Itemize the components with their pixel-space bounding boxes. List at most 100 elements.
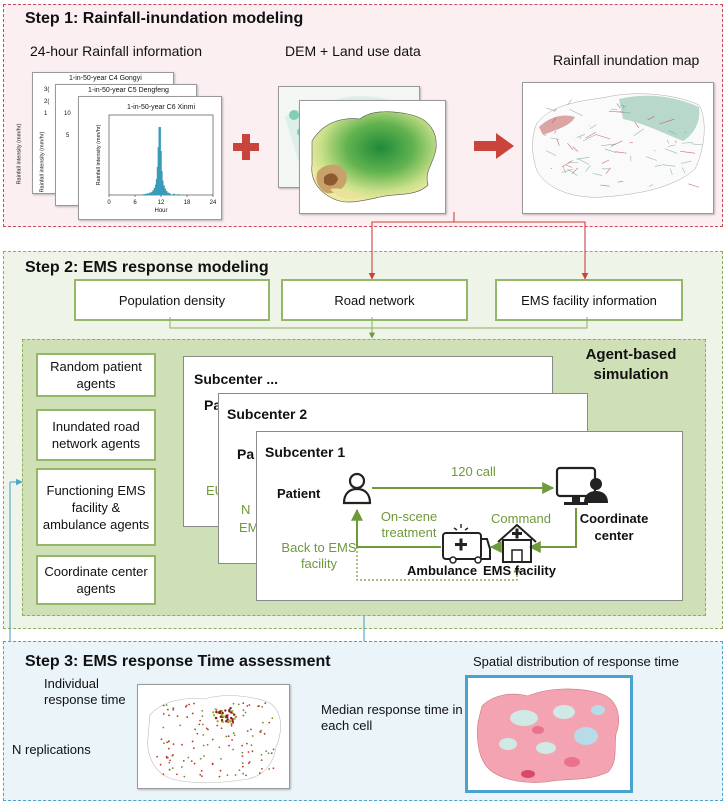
response-point bbox=[176, 715, 179, 718]
response-point bbox=[234, 774, 237, 776]
response-point bbox=[241, 765, 244, 768]
response-point bbox=[221, 711, 224, 715]
response-point bbox=[220, 727, 223, 730]
response-point bbox=[245, 742, 248, 745]
response-point bbox=[211, 763, 214, 766]
response-points-map bbox=[147, 695, 281, 784]
response-point bbox=[216, 724, 219, 727]
inundated-road bbox=[550, 167, 553, 170]
response-point bbox=[232, 702, 235, 705]
inundated-road bbox=[550, 137, 559, 140]
rain-bar bbox=[163, 188, 167, 195]
response-point bbox=[271, 717, 274, 720]
inundated-road bbox=[617, 181, 624, 183]
response-point bbox=[242, 772, 245, 775]
inundated-road bbox=[595, 134, 611, 140]
response-point bbox=[194, 728, 197, 731]
rain-bar bbox=[148, 192, 152, 195]
inundated-road bbox=[681, 160, 692, 164]
inundated-road bbox=[680, 151, 695, 154]
response-point bbox=[229, 716, 233, 720]
spatial-label: Spatial distribution of response time bbox=[473, 654, 679, 669]
inundation-label: Rainfall inundation map bbox=[553, 52, 700, 68]
inundated-road bbox=[590, 124, 597, 129]
response-point bbox=[212, 714, 216, 717]
population-density-box: Population density bbox=[74, 279, 270, 321]
inundated-road bbox=[669, 168, 673, 175]
response-point bbox=[211, 738, 214, 741]
chart-title: 1-in-50-year C6 Xinmi bbox=[127, 104, 196, 111]
arrow-right-icon bbox=[474, 133, 514, 159]
x-tick-label: 0 bbox=[107, 200, 111, 206]
response-point bbox=[258, 772, 261, 775]
inundated-road bbox=[572, 146, 579, 152]
response-point bbox=[224, 709, 227, 712]
inundated-road bbox=[668, 130, 677, 135]
x-tick-label: 6 bbox=[133, 200, 137, 206]
response-point bbox=[247, 751, 250, 753]
response-point bbox=[224, 720, 228, 723]
response-point bbox=[216, 720, 219, 723]
response-point bbox=[227, 735, 230, 738]
response-point bbox=[228, 710, 231, 713]
response-point bbox=[180, 766, 183, 768]
inundated-road bbox=[585, 132, 597, 139]
response-point bbox=[237, 703, 240, 706]
response-point bbox=[229, 719, 233, 723]
response-point bbox=[219, 715, 223, 719]
response-point bbox=[168, 761, 171, 764]
response-point bbox=[241, 744, 243, 747]
rain-bar bbox=[161, 180, 164, 195]
inundated-road bbox=[589, 125, 591, 127]
response-point bbox=[242, 709, 245, 712]
map-outline bbox=[147, 695, 281, 784]
response-point bbox=[229, 706, 232, 710]
response-point bbox=[179, 724, 182, 727]
response-point bbox=[169, 759, 171, 762]
response-point bbox=[242, 702, 245, 705]
dem-map-card bbox=[299, 100, 446, 214]
inundated-road bbox=[649, 184, 653, 187]
response-point bbox=[162, 726, 165, 729]
response-point bbox=[230, 724, 233, 727]
peek-text: Pa bbox=[237, 446, 255, 462]
response-point bbox=[193, 762, 196, 765]
response-point bbox=[238, 769, 241, 772]
inundated-road bbox=[553, 130, 557, 134]
response-point bbox=[184, 705, 187, 708]
chart-title-c5: 1-in-50-year C5 Dengfeng bbox=[88, 87, 169, 94]
inundated-road bbox=[691, 143, 703, 146]
inundated-road bbox=[569, 108, 583, 117]
inundated-road bbox=[604, 148, 617, 153]
response-point bbox=[246, 705, 249, 707]
response-point bbox=[192, 747, 195, 750]
inundated-road bbox=[583, 134, 596, 141]
patient-icon bbox=[342, 472, 372, 505]
flow-coordinate-label: Coordinate center bbox=[579, 511, 649, 543]
flow-onscene-label: On-scene treatment bbox=[380, 509, 438, 540]
inundated-road bbox=[553, 108, 557, 112]
x-axis-label: Hour bbox=[154, 208, 167, 214]
response-point bbox=[211, 711, 215, 714]
response-point bbox=[201, 723, 204, 726]
response-point bbox=[200, 769, 203, 772]
response-point bbox=[263, 732, 266, 735]
inundated-road bbox=[659, 118, 675, 125]
response-point bbox=[199, 719, 202, 722]
response-point bbox=[250, 744, 253, 747]
rain-bar bbox=[146, 193, 150, 195]
step2-title: Step 2: EMS response modeling bbox=[25, 259, 269, 276]
response-point bbox=[246, 730, 249, 732]
flow-ambulance-label: Ambulance bbox=[407, 563, 478, 578]
response-point bbox=[242, 714, 245, 717]
response-point bbox=[247, 762, 250, 765]
inundated-road bbox=[556, 138, 560, 146]
response-point bbox=[221, 720, 225, 724]
response-point bbox=[218, 775, 221, 778]
response-points-map-card bbox=[137, 684, 290, 789]
response-point bbox=[241, 762, 244, 765]
response-point bbox=[250, 728, 252, 731]
response-point bbox=[248, 761, 251, 763]
rain-bar bbox=[166, 192, 170, 195]
response-point bbox=[165, 755, 168, 758]
